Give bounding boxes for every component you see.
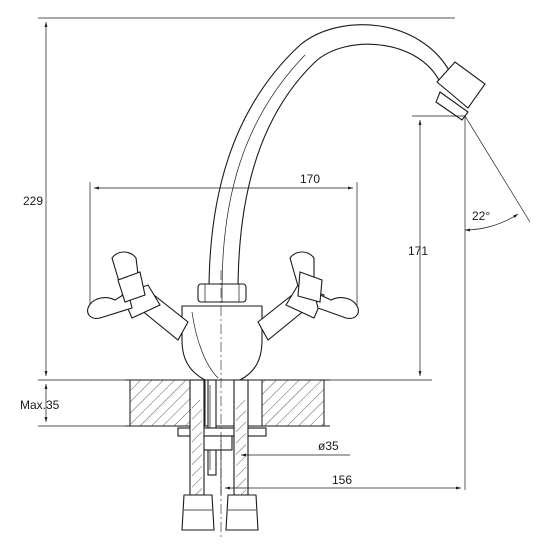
total-height-label: 229	[23, 194, 43, 208]
dimension-spout-height: 171	[330, 115, 465, 381]
hose-right	[225, 379, 259, 531]
left-handle	[87, 251, 146, 319]
spout-collar	[197, 283, 247, 303]
dimension-spout-angle: 22°	[464, 115, 531, 490]
mounting-hardware	[177, 379, 267, 476]
hose-left	[181, 379, 215, 531]
max-countertop-label: Max.35	[20, 398, 60, 412]
mount-diameter-label: ø35	[318, 439, 339, 453]
dimension-spout-reach: 156	[220, 440, 461, 495]
spout-reach-label: 156	[332, 473, 352, 487]
dimension-total-height: 229	[23, 17, 455, 381]
spout-height-label: 171	[408, 244, 428, 258]
dimension-mount-diameter: ø35	[241, 439, 350, 457]
handle-span-label: 170	[300, 172, 320, 186]
faucet-body	[181, 305, 263, 381]
dimension-handle-span: 170	[89, 172, 358, 305]
right-handle	[289, 251, 359, 319]
spout-angle-label: 22°	[472, 209, 490, 223]
aerator	[435, 61, 486, 121]
dimension-max-countertop: Max.35	[20, 384, 130, 427]
countertop-section	[125, 379, 330, 427]
